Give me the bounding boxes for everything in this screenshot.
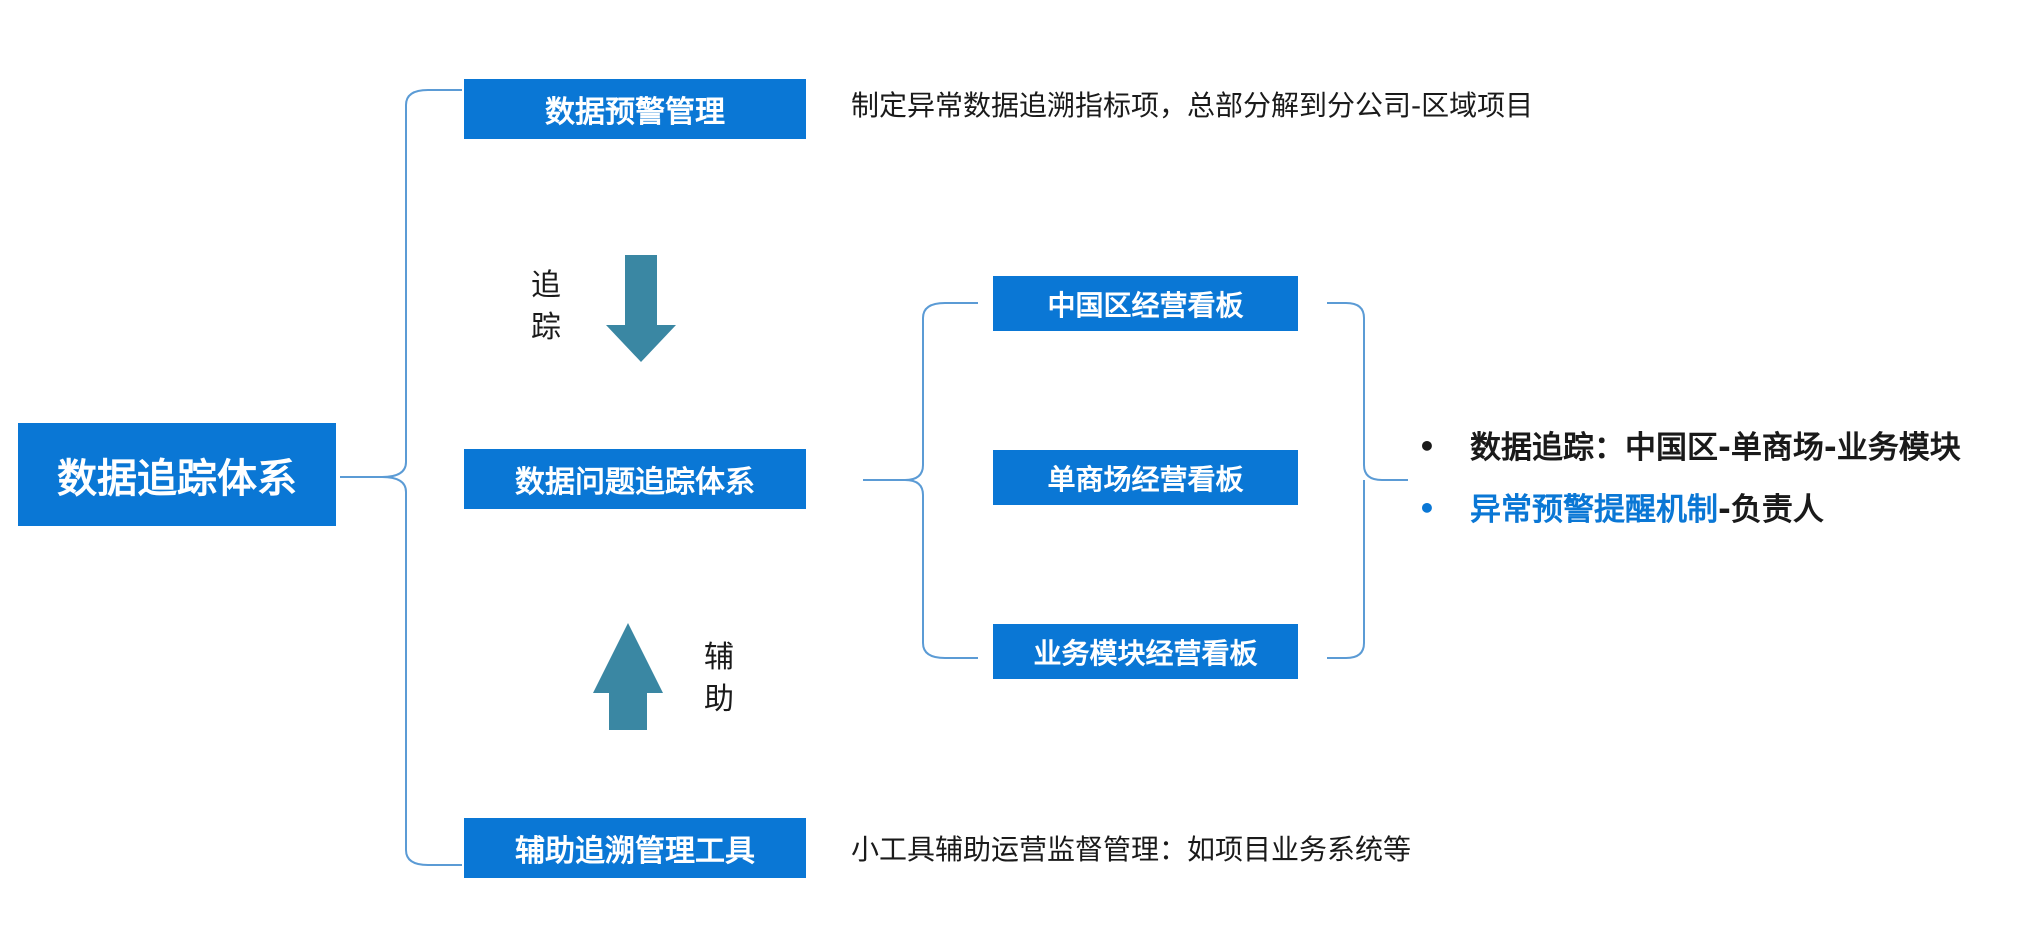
node-warning-management: 数据预警管理 (464, 79, 806, 139)
root-label: 数据追踪体系 (57, 455, 297, 502)
board-business-module: 业务模块经营看板 (993, 624, 1298, 679)
up-arrow (593, 623, 663, 730)
boards-bracket (863, 302, 978, 659)
node-tracking-system-label: 数据问题追踪体系 (515, 465, 755, 500)
up-arrow-label-char-2: 助 (704, 682, 734, 717)
up-arrow-label-char-1: 辅 (704, 640, 734, 675)
root-node: 数据追踪体系 (18, 423, 336, 526)
up-arrow-label: 辅 助 (701, 637, 737, 721)
node-aux-tools-label: 辅助追溯管理工具 (515, 834, 755, 869)
board-single-mall-label: 单商场经营看板 (1047, 462, 1244, 496)
bullet-warning-mechanism: • 异常预警提醒机制-负责人 (1418, 495, 1824, 526)
down-arrow (606, 255, 676, 362)
board-china-region-label: 中国区经营看板 (1047, 288, 1244, 322)
board-single-mall: 单商场经营看板 (993, 450, 1298, 505)
bullets-bracket (1327, 302, 1408, 659)
bullet-dot: • (1418, 430, 1436, 463)
root-bracket (340, 89, 462, 866)
bullet-dot: • (1418, 492, 1436, 525)
bullet-warning-mechanism-rest: -负责人 (1718, 492, 1824, 528)
aux-tools-description: 小工具辅助运营监督管理：如项目业务系统等 (851, 833, 1412, 866)
bullet-data-tracking-text: 数据追踪：中国区-单商场-业务模块 (1470, 430, 1961, 466)
bullet-warning-mechanism-highlight: 异常预警提醒机制 (1470, 492, 1718, 528)
node-warning-management-label: 数据预警管理 (545, 95, 725, 130)
node-aux-tools: 辅助追溯管理工具 (464, 818, 806, 878)
board-business-module-label: 业务模块经营看板 (1033, 636, 1258, 670)
warning-management-description: 制定异常数据追溯指标项，总部分解到分公司-区域项目 (851, 89, 1534, 122)
bullet-data-tracking: • 数据追踪：中国区-单商场-业务模块 (1418, 433, 1961, 464)
board-china-region: 中国区经营看板 (993, 276, 1298, 331)
down-arrow-label: 追 踪 (528, 265, 564, 349)
down-arrow-label-char-1: 追 (531, 268, 561, 303)
down-arrow-label-char-2: 踪 (531, 310, 561, 345)
node-tracking-system: 数据问题追踪体系 (464, 449, 806, 509)
